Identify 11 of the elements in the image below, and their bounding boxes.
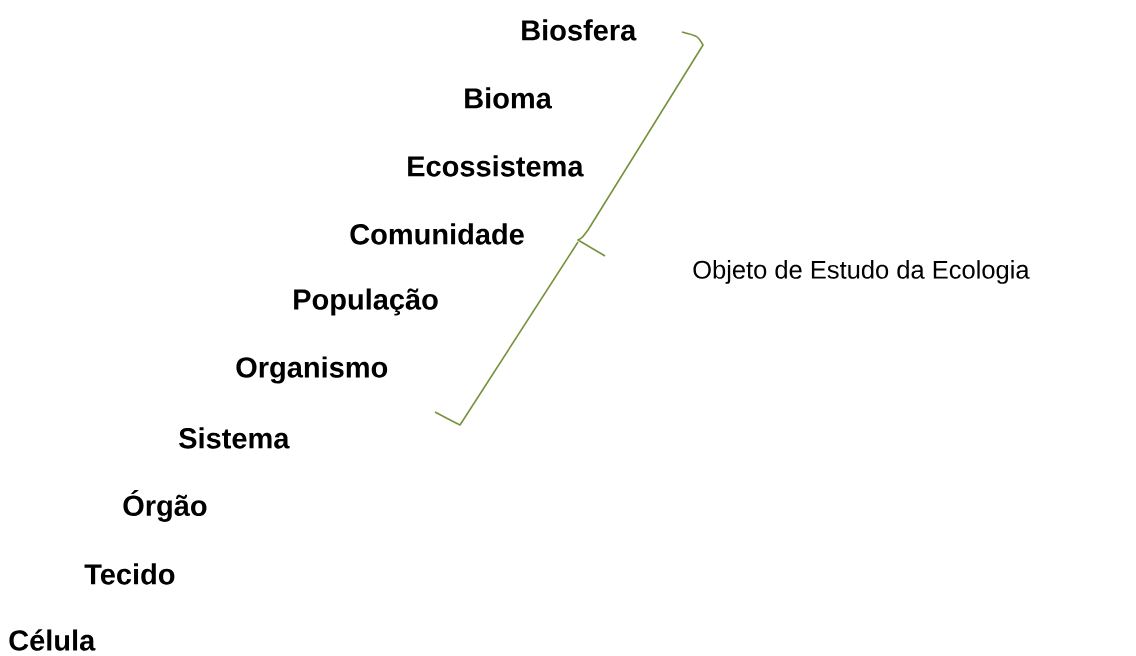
level-label: Comunidade xyxy=(350,223,524,245)
level-label: Célula xyxy=(9,629,96,651)
level-label: Órgão xyxy=(123,490,207,522)
level-label: Biosfera xyxy=(522,19,637,41)
level-label: Bioma xyxy=(465,87,552,109)
level-label: População xyxy=(294,288,438,316)
brace-label: Objeto de Estudo da Ecologia xyxy=(693,260,1030,284)
level-label: Organismo xyxy=(236,356,388,384)
level-label: Sistema xyxy=(179,427,290,449)
level-label: Ecossistema xyxy=(408,155,584,177)
level-label: Tecido xyxy=(84,563,175,585)
